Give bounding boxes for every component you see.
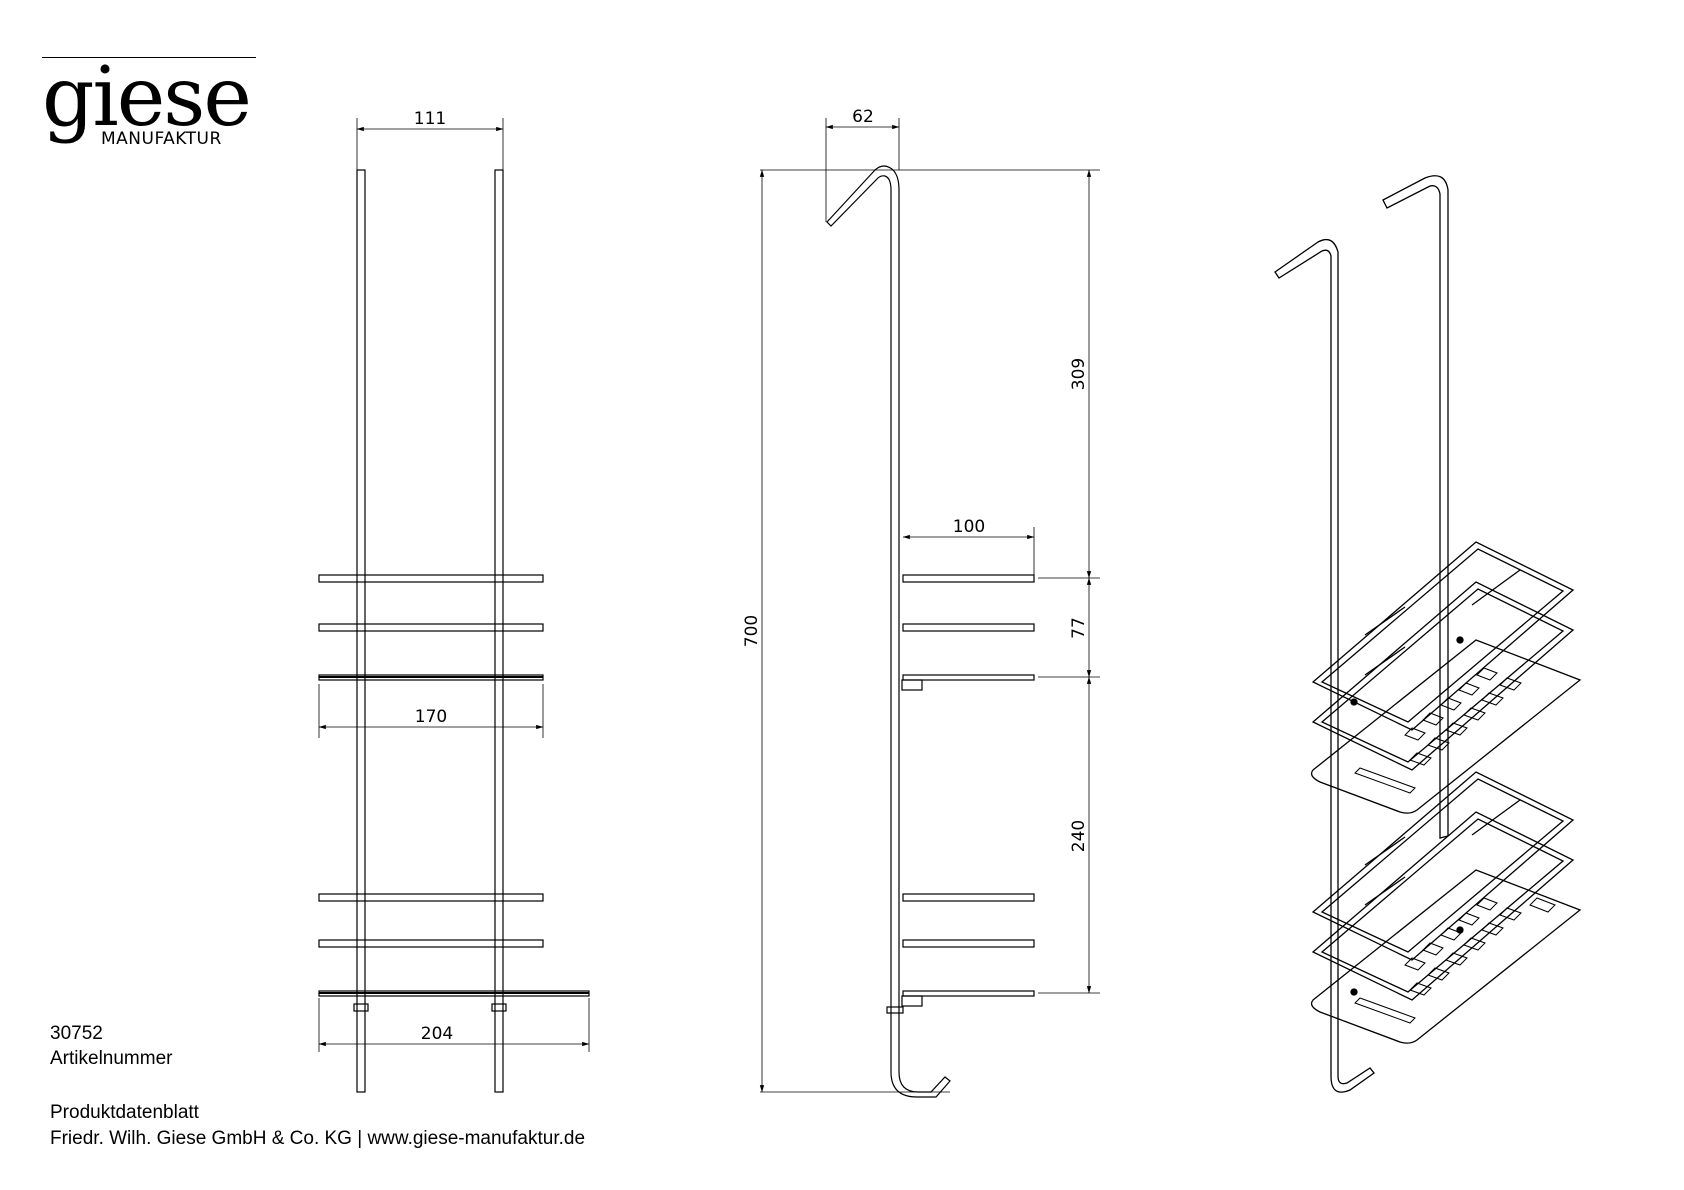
upper-basket xyxy=(1310,541,1582,814)
brand-logo: giese MANUFAKTUR xyxy=(42,50,258,152)
dim-label-62: 62 xyxy=(852,107,874,127)
side-view: 62 100 700 309 77 240 xyxy=(742,107,1100,1098)
logo-subline: MANUFAKTUR xyxy=(101,129,222,149)
dim-label-309: 309 xyxy=(1069,358,1089,390)
dim-label-111: 111 xyxy=(414,109,446,129)
logo-wordmark: giese xyxy=(42,50,252,145)
dim-label-170: 170 xyxy=(415,707,447,727)
dim-label-204: 204 xyxy=(421,1024,453,1044)
dim-label-100: 100 xyxy=(953,517,985,537)
datasheet-title: Produktdatenblatt xyxy=(50,1102,199,1123)
front-view: 111 170 204 xyxy=(318,109,590,1093)
article-number: 30752 xyxy=(50,1023,103,1044)
isometric-view xyxy=(1274,175,1582,1093)
logo-rule xyxy=(42,57,256,58)
company-info: Friedr. Wilh. Giese GmbH & Co. KG | www.… xyxy=(50,1128,586,1149)
dim-label-77: 77 xyxy=(1069,617,1089,639)
dim-label-700: 700 xyxy=(742,615,762,647)
lower-basket xyxy=(1310,771,1582,1044)
dim-label-240: 240 xyxy=(1069,820,1089,852)
article-number-label: Artikelnummer xyxy=(50,1048,173,1069)
